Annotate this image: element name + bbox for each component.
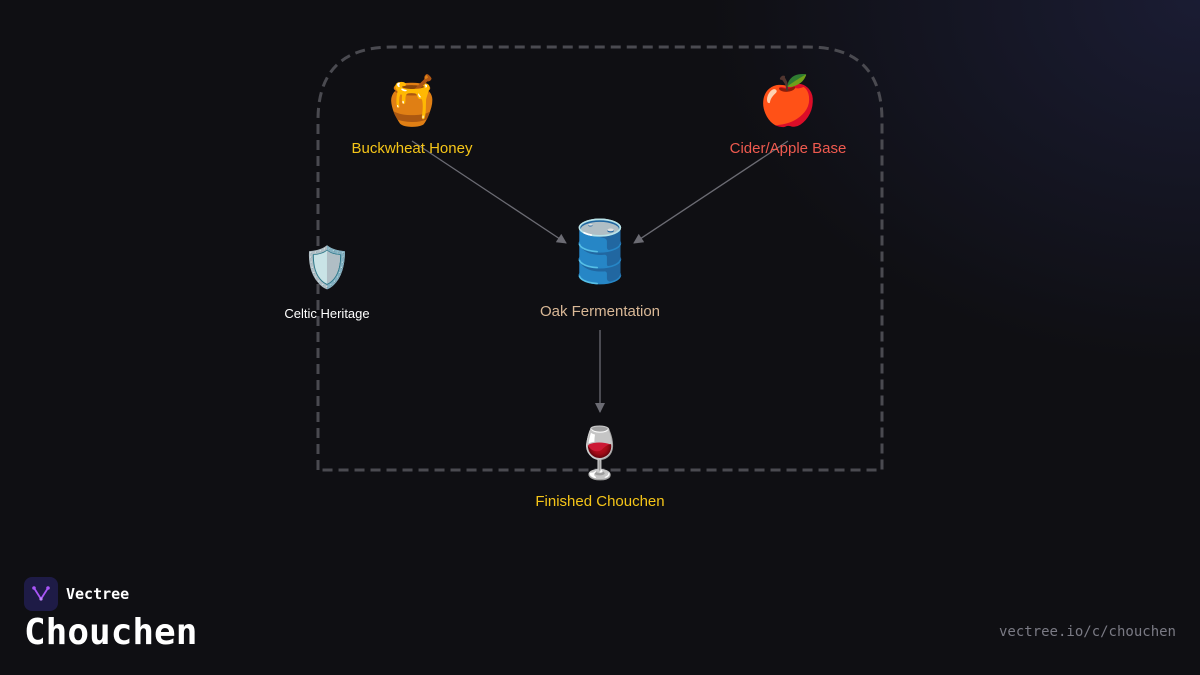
shield-icon: 🛡️: [302, 246, 352, 290]
node-buckwheat-honey[interactable]: 🍯 Buckwheat Honey: [352, 78, 473, 158]
node-cider-apple-base[interactable]: 🍎 Cider/Apple Base: [730, 78, 847, 158]
node-label-cider-apple-base: Cider/Apple Base: [729, 140, 847, 157]
page-title: Chouchen: [24, 612, 198, 653]
node-label-celtic-heritage: Celtic Heritage: [284, 306, 370, 321]
brand-name: Vectree: [66, 585, 130, 603]
edge-honey-to-oak: [411, 140, 567, 244]
node-oak-fermentation[interactable]: 🛢️ Oak Fermentation: [540, 222, 660, 321]
group-boundary: [316, 45, 884, 472]
edge-apple-to-oak: [633, 140, 789, 244]
node-label-oak-fermentation: Oak Fermentation: [539, 303, 661, 320]
vectree-logo-icon: [24, 577, 58, 611]
node-label-finished-chouchen: Finished Chouchen: [535, 493, 665, 510]
brand[interactable]: Vectree: [24, 577, 129, 611]
node-celtic-heritage[interactable]: 🛡️ Celtic Heritage: [284, 248, 369, 323]
wine-glass-icon: 🍷: [568, 425, 632, 481]
apple-icon: 🍎: [758, 75, 818, 128]
node-finished-chouchen[interactable]: 🍷 Finished Chouchen: [535, 428, 664, 511]
node-label-buckwheat-honey: Buckwheat Honey: [351, 140, 473, 157]
barrel-icon: 🛢️: [562, 218, 638, 285]
page-url[interactable]: vectree.io/c/chouchen: [998, 624, 1176, 640]
honey-pot-icon: 🍯: [382, 75, 442, 128]
